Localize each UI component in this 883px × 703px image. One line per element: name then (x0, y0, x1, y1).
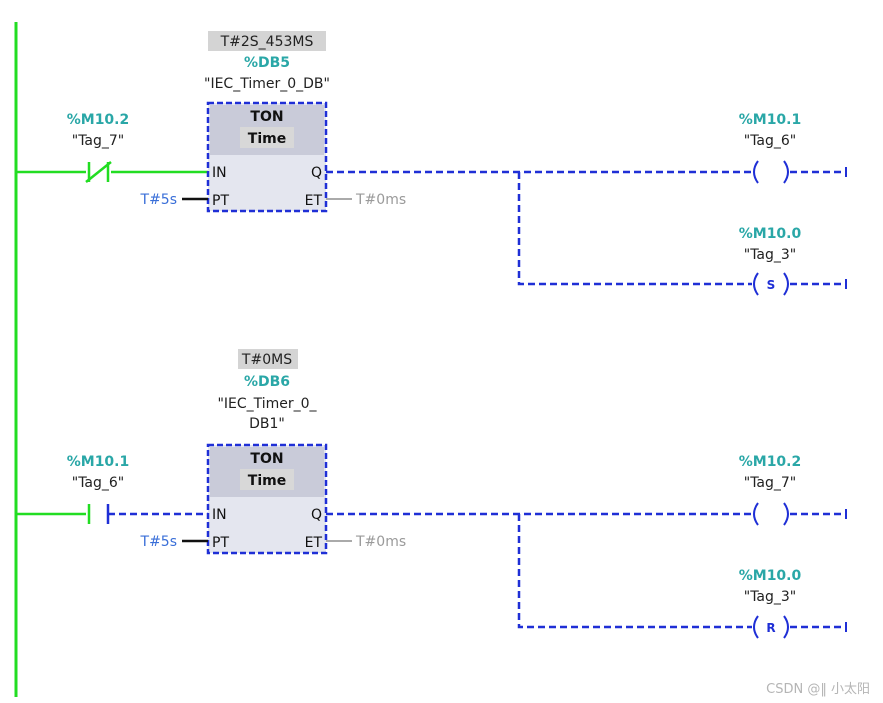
timer-subtitle: Time (248, 473, 286, 489)
timer-db-address[interactable]: %DB6 (244, 374, 290, 390)
timer-db-address[interactable]: %DB5 (244, 55, 290, 71)
timer-preset-value: T#2S_453MS (220, 34, 314, 50)
coil-2-address[interactable]: %M10.0 (739, 568, 802, 584)
pin-q: Q (311, 507, 322, 523)
et-value[interactable]: T#0ms (355, 192, 406, 208)
pt-value[interactable]: T#5s (140, 534, 177, 550)
pin-et: ET (305, 535, 323, 551)
ton-timer-block[interactable]: TON Time IN PT Q ET (206, 101, 328, 213)
contact-address[interactable]: %M10.2 (67, 112, 130, 128)
timer-type: TON (250, 451, 283, 467)
pt-value[interactable]: T#5s (140, 192, 177, 208)
ton-timer-block[interactable]: TON Time IN PT Q ET (206, 443, 328, 555)
timer-type: TON (250, 109, 283, 125)
contact-tag[interactable]: "Tag_6" (72, 475, 125, 491)
pin-in: IN (212, 165, 227, 181)
normally-open-contact[interactable] (87, 504, 110, 524)
coil-2-address[interactable]: %M10.0 (739, 226, 802, 242)
timer-preset-value: T#0MS (241, 352, 292, 368)
output-coil[interactable] (753, 160, 789, 184)
coil-symbol: S (767, 278, 776, 292)
preset-value-bg (238, 349, 298, 369)
timer-db-name-line-1[interactable]: "IEC_Timer_0_ (217, 396, 317, 412)
pin-et: ET (305, 193, 323, 209)
coil-1-tag[interactable]: "Tag_7" (744, 475, 797, 491)
network-2: T#0MS %DB6 "IEC_Timer_0_ DB1" %M10.1 "Ta… (16, 349, 847, 639)
wire-branch-to-coil-2 (517, 514, 752, 629)
pin-in: IN (212, 507, 227, 523)
preset-value-bg (208, 31, 326, 51)
normally-closed-contact[interactable] (85, 161, 112, 183)
et-value[interactable]: T#0ms (355, 534, 406, 550)
wire-branch-to-coil-2 (517, 172, 752, 286)
coil-2-tag[interactable]: "Tag_3" (744, 247, 797, 263)
timer-subtitle: Time (248, 131, 286, 147)
coil-1-address[interactable]: %M10.2 (739, 454, 802, 470)
pin-pt: PT (212, 535, 229, 551)
set-coil[interactable]: S (753, 272, 789, 296)
network-1: T#2S_453MS %DB5 "IEC_Timer_0_DB" %M10.2 … (16, 31, 847, 296)
coil-1-address[interactable]: %M10.1 (739, 112, 802, 128)
pin-pt: PT (212, 193, 229, 209)
contact-address[interactable]: %M10.1 (67, 454, 130, 470)
reset-coil[interactable]: R (753, 615, 789, 639)
output-coil[interactable] (753, 502, 789, 526)
coil-1-tag[interactable]: "Tag_6" (744, 133, 797, 149)
timer-db-name[interactable]: "IEC_Timer_0_DB" (204, 76, 330, 92)
watermark: CSDN @‖ 小太阳 (766, 682, 870, 697)
coil-2-tag[interactable]: "Tag_3" (744, 589, 797, 605)
contact-tag[interactable]: "Tag_7" (72, 133, 125, 149)
pin-q: Q (311, 165, 322, 181)
timer-db-name-line-2[interactable]: DB1" (249, 416, 285, 432)
coil-symbol: R (766, 621, 775, 635)
